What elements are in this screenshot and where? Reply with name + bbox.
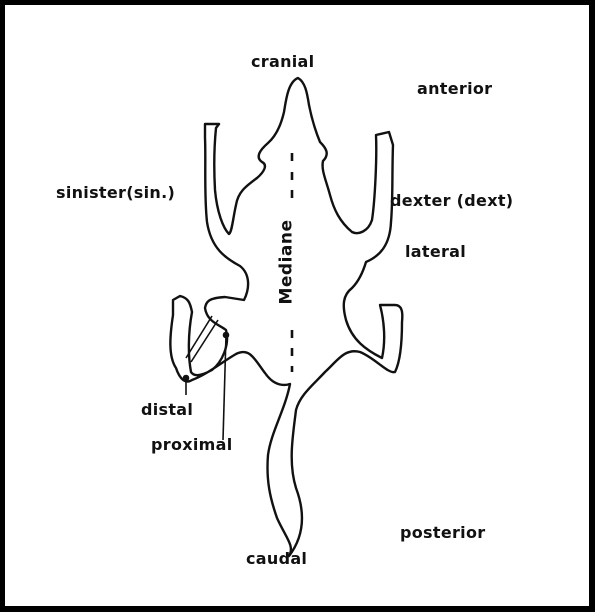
limb-bone-line: [191, 320, 218, 362]
label-mediane: Mediane: [279, 216, 296, 307]
label-distal: distal: [141, 402, 193, 418]
animal-body-outline: [170, 78, 402, 556]
label-caudal: caudal: [246, 551, 307, 567]
label-anterior: anterior: [417, 81, 492, 97]
label-posterior: posterior: [400, 525, 485, 541]
label-cranial: cranial: [251, 54, 314, 70]
label-proximal: proximal: [151, 437, 233, 453]
label-sinister: sinister(sin.): [56, 185, 175, 201]
label-lateral: lateral: [405, 244, 466, 260]
label-dexter: dexter (dext): [390, 193, 513, 209]
